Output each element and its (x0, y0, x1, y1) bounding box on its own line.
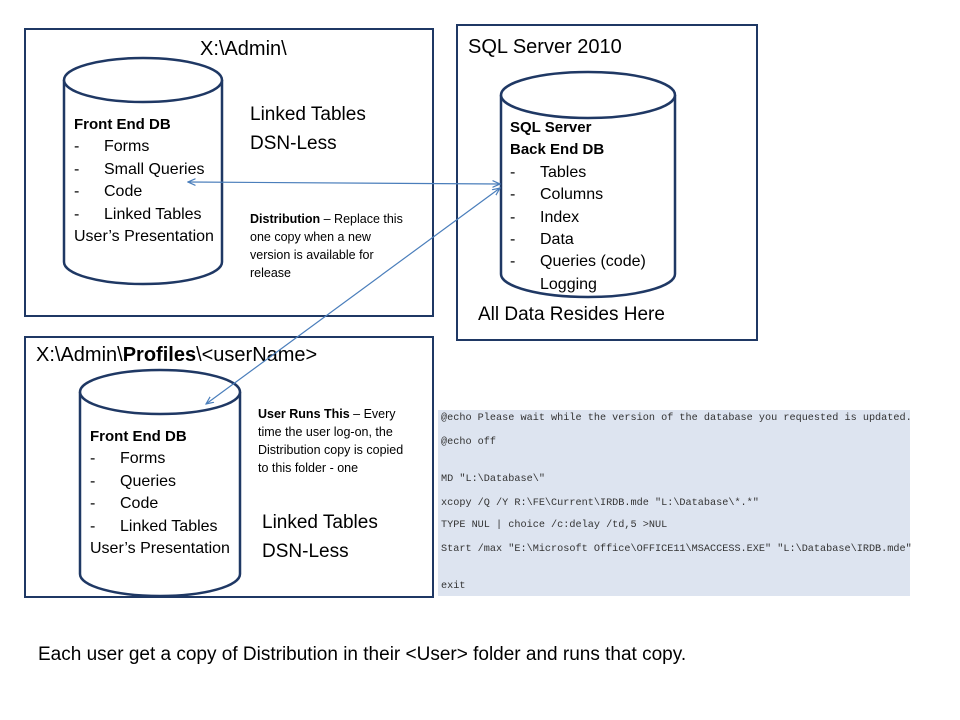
profile-db-item: -Queries (90, 472, 177, 490)
backend-db-item: -Queries (code) (510, 253, 646, 271)
profile-db-title: Front End DB (90, 428, 187, 445)
linked-tables-connector (188, 182, 500, 184)
profiles-path-bold: Profiles (122, 344, 197, 366)
code-line: @echo Please wait while the version of t… (441, 413, 912, 424)
linked-tables-label-top: Linked Tables DSN-Less (250, 100, 366, 158)
frontend-db-item: -Forms (74, 138, 150, 156)
profiles-path-prefix: X:\Admin\ (36, 344, 123, 366)
code-line: Start /max "E:\Microsoft Office\OFFICE11… (441, 544, 912, 555)
linked-tables-text: Linked Tables (262, 512, 378, 533)
admin-path-label: X:\Admin\ (200, 38, 287, 60)
profile-db-cylinder (78, 368, 242, 598)
backend-db-text: SQL Server Back End DB -Tables -Columns … (510, 117, 646, 296)
backend-db-item: Logging (540, 275, 597, 293)
distribution-note: Distribution – Replace this one copy whe… (250, 210, 410, 282)
code-line: exit (441, 581, 466, 592)
user-runs-note-text: – Every time the user log-on, the Distri… (258, 407, 404, 475)
frontend-db-footer: User’s Presentation (74, 228, 214, 246)
backend-db-title-1: SQL Server (510, 119, 592, 136)
frontend-db-item: -Code (74, 183, 143, 201)
backend-db-item: -Tables (510, 163, 587, 181)
distribution-copy-connector (206, 188, 500, 404)
code-line: xcopy /Q /Y R:\FE\Current\IRDB.mde "L:\D… (441, 498, 759, 509)
profile-db-item: -Forms (90, 450, 166, 468)
sql-server-title: SQL Server 2010 (468, 36, 622, 58)
user-runs-note-bold: User Runs This (258, 407, 350, 421)
distribution-note-text: – Replace this one copy when a new versi… (250, 212, 403, 280)
frontend-db-item: -Small Queries (74, 160, 205, 178)
backend-db-title-2: Back End DB (510, 141, 605, 159)
frontend-db-title: Front End DB (74, 116, 171, 133)
footer-caption: Each user get a copy of Distribution in … (38, 644, 687, 665)
linked-tables-text: Linked Tables (250, 104, 366, 125)
code-line: @echo off (441, 437, 497, 448)
distribution-note-bold: Distribution (250, 212, 321, 226)
code-line: MD "L:\Database\" (441, 474, 545, 485)
profile-db-footer: User’s Presentation (90, 540, 230, 558)
frontend-db-item: -Linked Tables (74, 205, 202, 223)
backend-db-item: -Data (510, 231, 574, 249)
frontend-db-cylinder (62, 56, 224, 286)
dsn-less-text: DSN-Less (262, 541, 349, 562)
profile-db-item: -Linked Tables (90, 517, 218, 535)
user-runs-note: User Runs This – Every time the user log… (258, 405, 413, 477)
profile-db-item: -Code (90, 495, 159, 513)
frontend-db-text: Front End DB -Forms -Small Queries -Code… (74, 114, 214, 248)
backend-db-cylinder (499, 70, 677, 299)
profile-db-text: Front End DB -Forms -Queries -Code -Link… (90, 426, 230, 560)
all-data-caption: All Data Resides Here (478, 304, 665, 325)
backend-db-item: -Columns (510, 186, 604, 204)
code-line: TYPE NUL | choice /c:delay /td,5 >NUL (441, 520, 668, 531)
batch-script-block: @echo Please wait while the version of t… (438, 410, 912, 596)
dsn-less-text: DSN-Less (250, 133, 337, 154)
linked-tables-label-bottom: Linked Tables DSN-Less (262, 508, 378, 566)
backend-db-item: -Index (510, 208, 580, 226)
